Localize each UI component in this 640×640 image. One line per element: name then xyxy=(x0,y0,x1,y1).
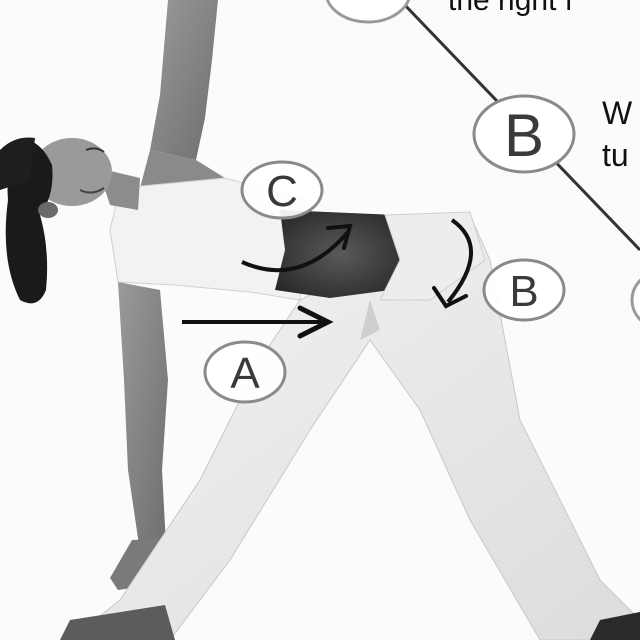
waistband xyxy=(379,211,486,301)
head xyxy=(0,137,112,304)
label-b-side-badge: B xyxy=(472,94,576,174)
raised-arm xyxy=(150,0,218,160)
side-text-line2: W xyxy=(602,95,633,131)
label-c-badge: C xyxy=(240,160,324,220)
label-b-body: B xyxy=(509,267,538,316)
front-foot xyxy=(590,612,640,640)
side-text-line3: tu xyxy=(602,137,629,173)
supporting-arm xyxy=(118,282,168,552)
label-b-body-badge: B xyxy=(482,258,566,322)
arrow-c xyxy=(241,223,353,273)
arrow-a xyxy=(182,305,334,339)
back-foot xyxy=(60,605,175,640)
side-text-line1: the right f xyxy=(448,0,574,17)
label-b-side: B xyxy=(504,102,544,169)
pants xyxy=(69,214,640,640)
midriff xyxy=(275,210,405,298)
label-a: A xyxy=(230,349,260,398)
arrow-b xyxy=(432,218,474,309)
label-c: C xyxy=(266,167,298,216)
edge-callout-circle xyxy=(630,278,640,322)
label-a-badge: A xyxy=(203,340,287,404)
top-callout-circle xyxy=(325,0,411,24)
